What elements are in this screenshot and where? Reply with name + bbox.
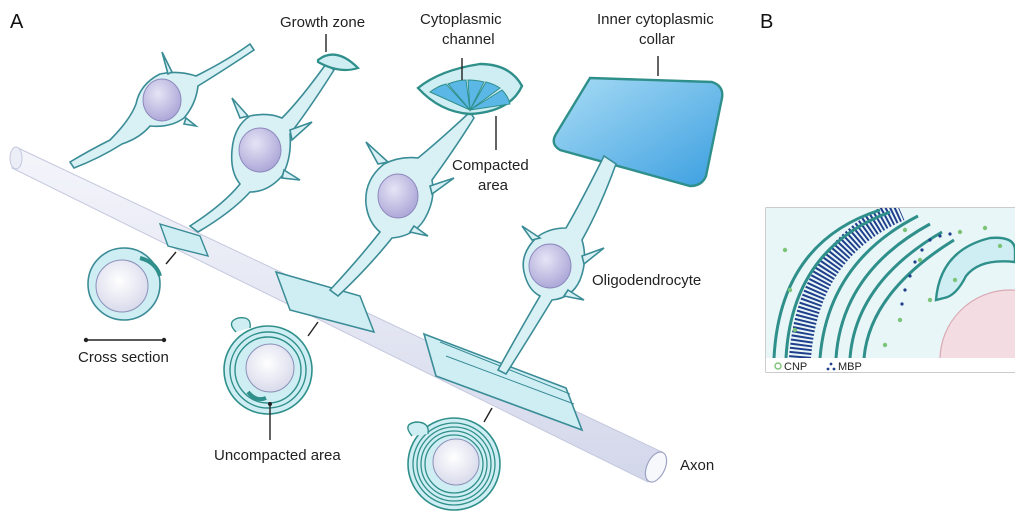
label-growth-zone: Growth zone xyxy=(280,14,365,31)
label-cytoplasmic-channel-2: channel xyxy=(442,31,495,48)
cross-section-2 xyxy=(224,318,318,440)
label-uncompacted: Uncompacted area xyxy=(214,447,341,464)
cross-section-1 xyxy=(88,248,176,320)
panel-a-label: A xyxy=(10,11,24,33)
label-compacted-1: Compacted xyxy=(452,157,529,174)
label-compacted-2: area xyxy=(478,177,509,194)
legend-mbp: MBP xyxy=(838,361,862,373)
label-cytoplasmic-channel-1: Cytoplasmic xyxy=(420,11,502,28)
label-axon: Axon xyxy=(680,457,714,474)
label-inner-collar-1: Inner cytoplasmic xyxy=(597,11,714,28)
panel-b-label: B xyxy=(760,11,773,33)
legend-cnp: CNP xyxy=(784,361,807,373)
cross-section-scale xyxy=(84,338,166,342)
panel-b-inset: CNP MBP xyxy=(766,208,1015,430)
label-oligodendrocyte: Oligodendrocyte xyxy=(592,272,701,289)
cross-section-3 xyxy=(408,408,500,510)
label-inner-collar-2: collar xyxy=(639,31,675,48)
label-cross-section: Cross section xyxy=(78,349,169,366)
oligodendrocyte-2 xyxy=(190,55,358,232)
oligodendrocyte-1 xyxy=(70,44,254,168)
oligodendrocyte-4 xyxy=(498,78,722,374)
